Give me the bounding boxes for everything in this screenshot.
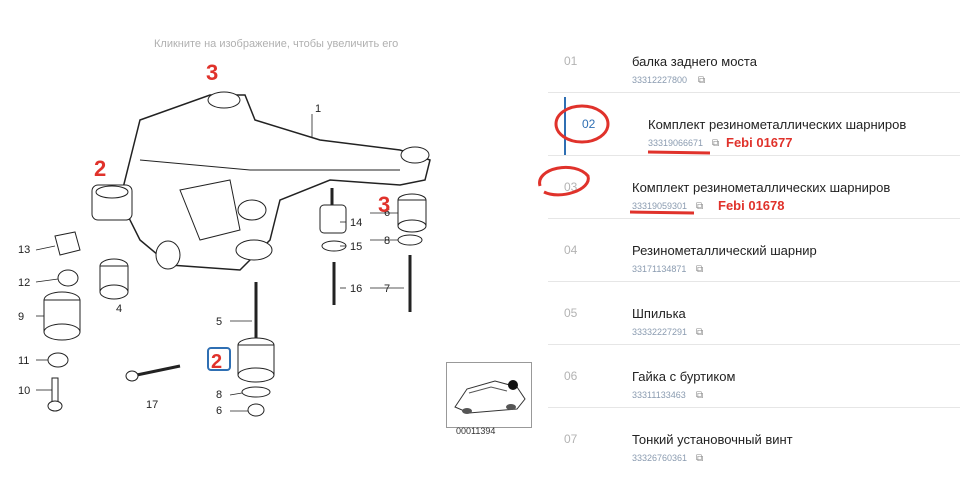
- callout-6a: 6: [216, 405, 222, 417]
- part-number: 07: [564, 432, 578, 446]
- underline-02: [647, 150, 711, 155]
- part-code: 33312227800: [632, 75, 688, 85]
- circle-03: [538, 165, 590, 197]
- part-name[interactable]: Шпилька: [632, 306, 686, 321]
- part-8-lower: [241, 386, 271, 398]
- callout-13: 13: [18, 244, 30, 256]
- hand-annotations: [538, 104, 711, 215]
- part-3-bushing: [397, 193, 427, 233]
- callout-8b: 8: [384, 235, 390, 247]
- part-code: 33171134871: [632, 264, 687, 274]
- part-10: [47, 377, 63, 412]
- callout-7: 7: [384, 283, 390, 295]
- callout-9: 9: [18, 311, 24, 323]
- annotation-box: [207, 347, 231, 371]
- part-17: [125, 364, 181, 382]
- copy-icon[interactable]: ⧉: [696, 390, 704, 401]
- callout-8a: 8: [216, 389, 222, 401]
- annotation-2: 2: [94, 156, 106, 181]
- part-code: 33311133463: [632, 390, 686, 400]
- callout-10: 10: [18, 385, 30, 397]
- febi-note: Febi 01678: [718, 198, 785, 213]
- subframe-beam: [119, 94, 431, 271]
- car-thumbnail[interactable]: [446, 362, 532, 428]
- callout-17: 17: [146, 399, 158, 411]
- part-name[interactable]: балка заднего моста: [632, 54, 757, 69]
- list-item[interactable]: 06 Гайка с буртиком 33311133463 ⧉: [548, 345, 960, 408]
- parts-list: 01 балка заднего моста 33312227800 ⧉ 02 …: [548, 30, 960, 470]
- part-8-upper: [397, 234, 423, 246]
- callout-5: 5: [216, 316, 222, 328]
- copy-icon[interactable]: ⧉: [712, 138, 720, 149]
- list-item[interactable]: 03 Комплект резинометаллических шарниров…: [548, 156, 960, 219]
- part-2-bushing: [237, 337, 275, 383]
- copy-icon[interactable]: ⧉: [696, 201, 704, 212]
- febi-note: Febi 01677: [726, 135, 793, 150]
- part-11: [47, 352, 69, 368]
- part-name[interactable]: Комплект резинометаллических шарниров: [648, 117, 907, 132]
- copy-icon[interactable]: ⧉: [696, 264, 704, 275]
- enlarge-hint: Кликните на изображение, чтобы увеличить…: [154, 38, 399, 50]
- car-icon: [454, 380, 526, 414]
- part-9: [43, 291, 81, 341]
- copy-icon[interactable]: ⧉: [696, 327, 704, 338]
- part-name[interactable]: Резинометаллический шарнир: [632, 243, 817, 258]
- parts-diagram[interactable]: 1 13 12 9 4 11 10 17 5 8 6 14 15 16 6 8 …: [0, 0, 540, 486]
- part-code: 33326760361: [632, 453, 688, 463]
- list-item-active[interactable]: 02 Комплект резинометаллических шарниров…: [548, 93, 960, 156]
- part-number: 05: [564, 306, 578, 320]
- list-item[interactable]: 01 балка заднего моста 33312227800 ⧉: [548, 30, 960, 93]
- annotation-2-boxed: 2: [211, 351, 222, 373]
- part-14: [319, 188, 347, 234]
- active-indicator: [564, 97, 566, 155]
- diagram-code: 00011394: [456, 426, 496, 436]
- part-number: 06: [564, 369, 578, 383]
- circle-02: [554, 104, 610, 144]
- annotation-3-top: 3: [206, 60, 218, 85]
- list-item[interactable]: 07 Тонкий установочный винт 33326760361 …: [548, 408, 960, 470]
- callout-11: 11: [18, 355, 29, 367]
- callout-16: 16: [350, 283, 362, 295]
- part-name[interactable]: Тонкий установочный винт: [632, 432, 793, 447]
- callout-15: 15: [350, 241, 362, 253]
- copy-icon[interactable]: ⧉: [698, 75, 706, 86]
- callout-12: 12: [18, 277, 30, 289]
- callout-6b: 6: [384, 207, 390, 219]
- part-6-lower: [247, 403, 265, 417]
- part-number: 04: [564, 243, 578, 257]
- part-code: 33319059301: [632, 201, 688, 211]
- part-number: 01: [564, 54, 578, 68]
- part-name[interactable]: Гайка с буртиком: [632, 369, 736, 384]
- part-code: 33319066671: [648, 138, 704, 148]
- copy-icon[interactable]: ⧉: [696, 453, 704, 464]
- part-12: [57, 269, 79, 287]
- annotation-3-right: 3: [378, 192, 390, 217]
- part-4: [99, 258, 129, 300]
- part-13: [54, 231, 81, 256]
- part-number: 02: [582, 117, 596, 131]
- callout-1: 1: [315, 103, 321, 115]
- list-item[interactable]: 05 Шпилька 33332227291 ⧉: [548, 282, 960, 345]
- part-code: 33332227291: [632, 327, 688, 337]
- underline-03: [629, 210, 695, 215]
- callout-14: 14: [350, 217, 362, 229]
- part-name[interactable]: Комплект резинометаллических шарниров: [632, 180, 891, 195]
- list-item[interactable]: 04 Резинометаллический шарнир 3317113487…: [548, 219, 960, 282]
- callout-4: 4: [116, 303, 122, 315]
